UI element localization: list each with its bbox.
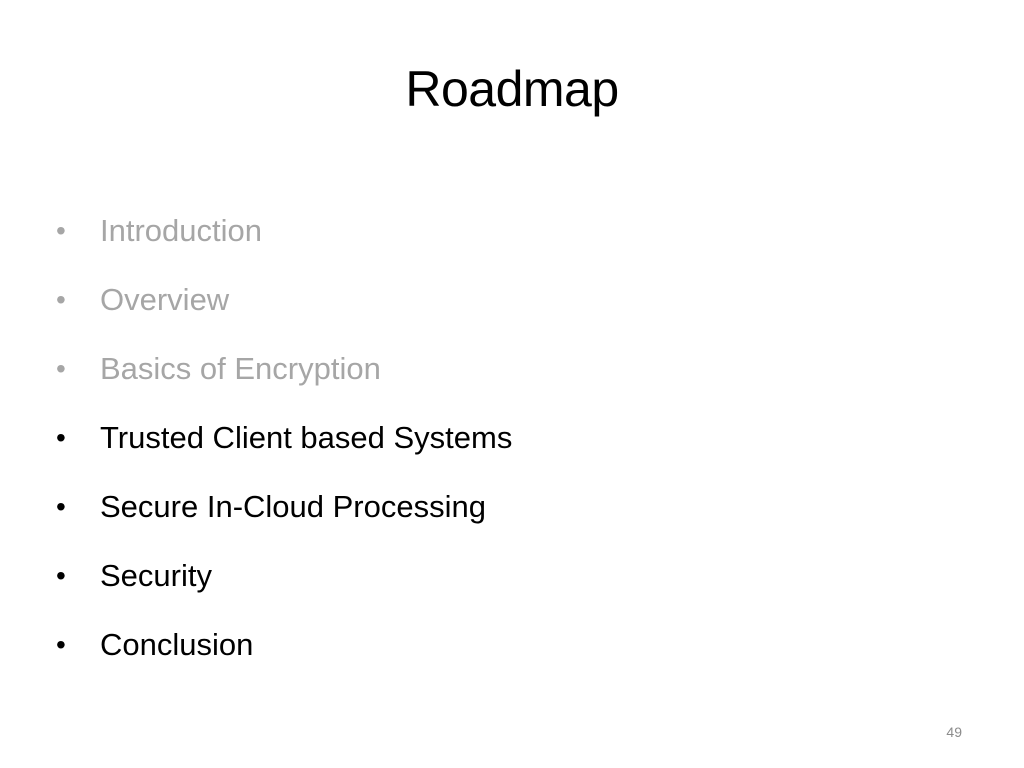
bullet-icon: • [56,490,66,522]
list-item-trusted-client-systems: • Trusted Client based Systems [56,403,512,472]
list-item-label: Overview [100,282,230,317]
list-item-basics-of-encryption: • Basics of Encryption [56,334,512,403]
bullet-icon: • [56,628,66,660]
bullet-icon: • [56,352,66,384]
bullet-icon: • [56,214,66,246]
list-item-overview: • Overview [56,265,512,334]
list-item-label: Introduction [100,213,262,248]
bullet-icon: • [56,283,66,315]
bullet-icon: • [56,421,66,453]
list-item-label: Trusted Client based Systems [100,420,513,455]
list-item-label: Basics of Encryption [100,351,381,386]
bullet-icon: • [56,559,66,591]
slide-title: Roadmap [405,61,619,117]
roadmap-list: • Introduction • Overview • Basics of En… [56,196,512,679]
list-item-secure-in-cloud-processing: • Secure In-Cloud Processing [56,472,512,541]
list-item-introduction: • Introduction [56,196,512,265]
slide-number: 49 [946,724,962,740]
list-item-conclusion: • Conclusion [56,610,512,679]
list-item-label: Conclusion [100,627,254,662]
list-item-security: • Security [56,541,512,610]
list-item-label: Secure In-Cloud Processing [100,489,486,524]
list-item-label: Security [100,558,212,593]
